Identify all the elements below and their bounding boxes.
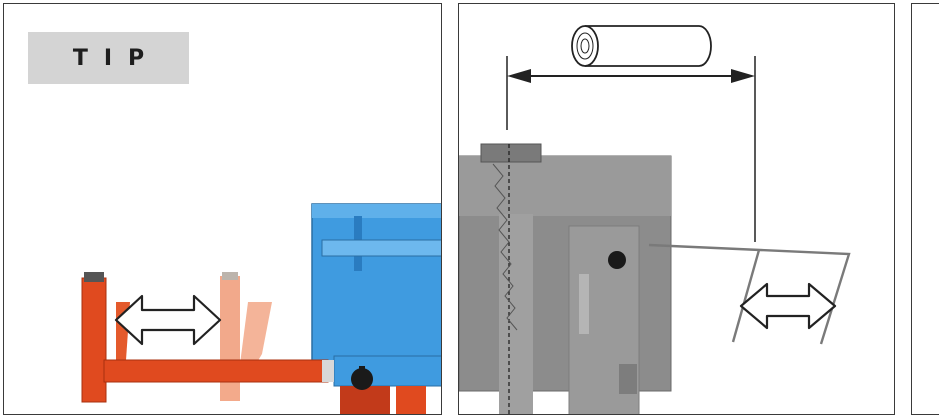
- double-headed-arrow-icon: [116, 296, 220, 344]
- red-stand: [82, 272, 334, 402]
- log-icon: [572, 26, 711, 66]
- double-headed-arrow-icon: [741, 284, 835, 328]
- left-illustration-panel: TIP: [3, 3, 442, 415]
- log-stand-illustration: [4, 4, 442, 415]
- machine-body: [459, 144, 671, 415]
- machine-body: [312, 204, 442, 415]
- length-gauge-illustration: [459, 4, 895, 415]
- knob-icon: [608, 251, 626, 269]
- dimension-arrow-icon: [507, 69, 755, 83]
- right-illustration-panel: [458, 3, 895, 415]
- next-panel-edge: [911, 3, 939, 415]
